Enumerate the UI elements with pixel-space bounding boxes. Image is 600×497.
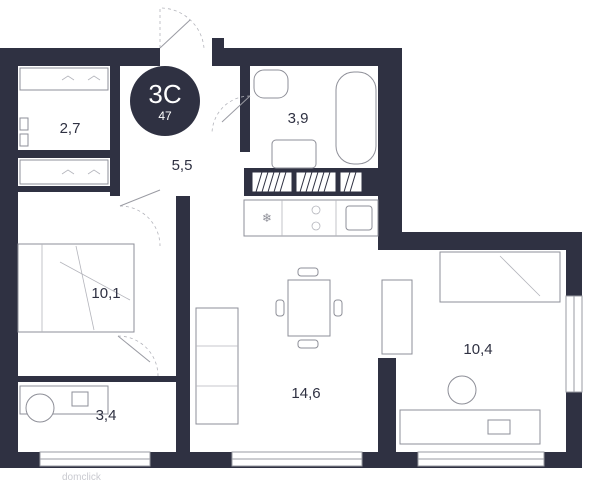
wall-top-left bbox=[0, 48, 160, 66]
wall-wardrobe-right bbox=[110, 64, 120, 196]
doors bbox=[117, 7, 251, 377]
wall-stub bbox=[212, 38, 224, 52]
bathtub-icon bbox=[335, 71, 377, 165]
wall-right-top bbox=[566, 232, 582, 296]
wall-closet-bottom bbox=[14, 186, 120, 192]
wardrobe-fittings bbox=[19, 67, 109, 185]
sofa bbox=[195, 307, 239, 425]
wall-right-bottom bbox=[566, 392, 582, 468]
badge-code: 3С bbox=[148, 79, 181, 109]
wall-bedroom-bottom bbox=[14, 376, 180, 382]
apartment-badge: 3С 47 bbox=[130, 66, 200, 136]
wall-bedroom2-top bbox=[378, 232, 582, 250]
room-area-living-kitchen: 14,6 bbox=[291, 385, 320, 402]
room-area-bedroom-2: 10,4 bbox=[463, 341, 492, 358]
room-area-bathroom: 3,9 bbox=[288, 110, 309, 127]
vent-shaft bbox=[251, 171, 363, 193]
wall-top-right bbox=[212, 48, 402, 66]
windows bbox=[39, 295, 583, 467]
wall-left bbox=[0, 48, 18, 468]
badge-circle bbox=[130, 66, 200, 136]
sink-icon bbox=[271, 139, 317, 169]
room-area-hall: 5,5 bbox=[172, 157, 193, 174]
room-area-bedroom: 10,1 bbox=[91, 285, 120, 302]
wall-bedroom2-left bbox=[378, 358, 396, 468]
badge-area: 47 bbox=[158, 109, 172, 123]
study-furniture bbox=[19, 385, 109, 423]
bathroom-fixtures bbox=[253, 69, 377, 169]
watermark: domclick bbox=[62, 472, 102, 483]
toilet-icon bbox=[253, 69, 289, 99]
wall-center-vertical bbox=[176, 196, 190, 468]
snowflake-icon: ❄ bbox=[262, 211, 272, 225]
bed bbox=[17, 243, 135, 333]
kitchen-fixtures: ❄ bbox=[243, 199, 379, 237]
wall-wardrobe-bottom bbox=[14, 150, 114, 158]
entrance-door-swing bbox=[159, 7, 205, 49]
dining-table bbox=[275, 267, 343, 349]
room-area-wardrobe: 2,7 bbox=[60, 120, 81, 137]
bedroom2-furniture bbox=[381, 251, 561, 445]
wall-right-upper bbox=[378, 48, 402, 248]
room-area-balcony-room: 3,4 bbox=[96, 407, 117, 424]
